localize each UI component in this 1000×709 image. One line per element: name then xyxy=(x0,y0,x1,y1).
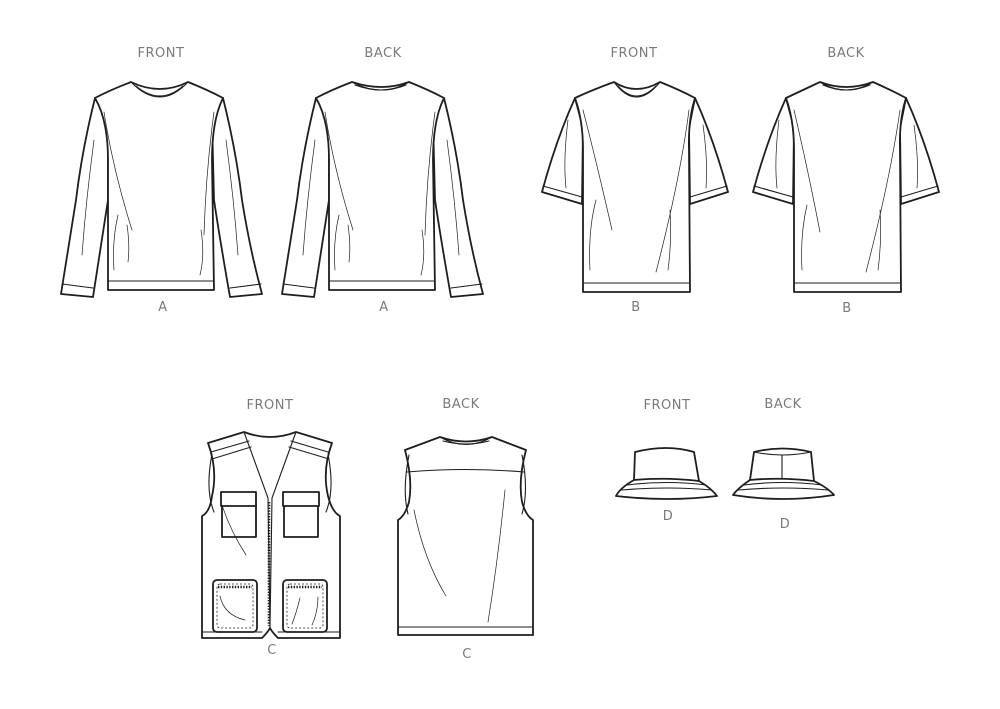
sweatshirt-a-back-left-sleeve xyxy=(281,97,330,298)
view-letter-a-front: A xyxy=(158,300,168,315)
sweatshirt-a-back-body xyxy=(315,81,445,291)
view-label-d-back: BACK xyxy=(764,397,802,412)
tshirt-b-back xyxy=(752,81,940,293)
vest-c-back-outline xyxy=(397,436,534,636)
vest-c-back xyxy=(397,436,534,636)
tshirt-b-back-left-sleeve xyxy=(752,97,795,205)
sweatshirt-a-front xyxy=(60,81,263,298)
view-label-b-front: FRONT xyxy=(610,46,658,61)
view-letter-d-front: D xyxy=(662,509,674,524)
tshirt-b-back-body xyxy=(785,81,907,293)
sweatshirt-a-back xyxy=(281,81,484,298)
vest-c-front-left-chest-flap xyxy=(220,491,257,507)
view-letter-d-back: D xyxy=(779,517,791,532)
vest-c-front-right-chest-pocket xyxy=(283,504,319,538)
sweatshirt-a-back-right-sleeve xyxy=(432,97,484,298)
view-label-a-back: BACK xyxy=(364,46,402,61)
view-label-d-front: FRONT xyxy=(643,398,691,413)
view-letter-b-front: B xyxy=(631,300,641,315)
bucket-hat-d-front xyxy=(615,447,718,500)
view-label-b-back: BACK xyxy=(827,46,865,61)
vest-c-front xyxy=(201,431,341,639)
tshirt-b-front xyxy=(541,81,729,293)
sweatshirt-a-front-right-sleeve xyxy=(211,97,263,298)
bucket-hat-d-back xyxy=(732,447,835,500)
vest-c-front-right-chest-flap xyxy=(282,491,320,507)
view-letter-b-back: B xyxy=(842,301,852,316)
tshirt-b-front-body xyxy=(574,81,696,293)
sweatshirt-a-front-left-sleeve xyxy=(60,97,109,298)
tshirt-b-front-right-sleeve xyxy=(688,97,729,205)
view-letter-c-back: C xyxy=(462,647,472,662)
view-letter-c-front: C xyxy=(267,643,277,658)
view-label-a-front: FRONT xyxy=(137,46,185,61)
view-label-c-back: BACK xyxy=(442,397,480,412)
vest-c-front-left-cargo-pocket xyxy=(212,579,258,633)
tshirt-b-front-left-sleeve xyxy=(541,97,584,205)
sweatshirt-a-front-body xyxy=(94,81,224,291)
view-label-c-front: FRONT xyxy=(246,398,294,413)
tshirt-b-back-right-sleeve xyxy=(899,97,940,205)
vest-c-front-left-chest-pocket xyxy=(221,504,257,538)
bucket-hat-d-front-crown xyxy=(633,447,700,482)
view-letter-a-back: A xyxy=(379,300,389,315)
